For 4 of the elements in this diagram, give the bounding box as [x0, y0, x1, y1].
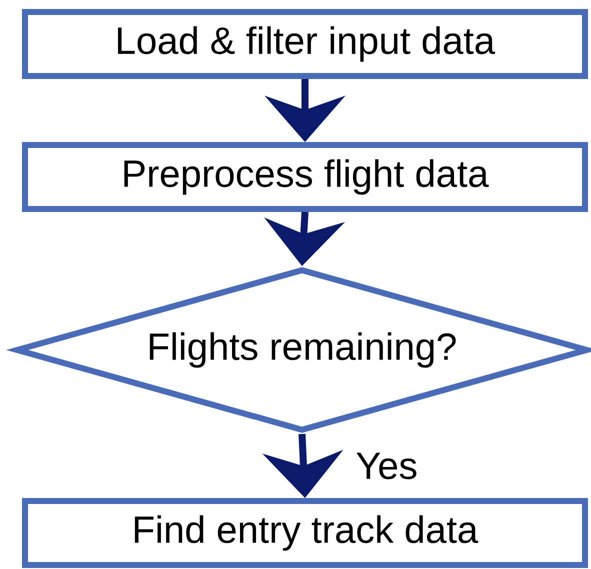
edge-label: Yes — [354, 450, 420, 482]
process-box: Find entry track data — [22, 498, 588, 568]
process-box: Preprocess flight data — [22, 142, 588, 212]
process-box: Load & filter input data — [22, 9, 588, 79]
